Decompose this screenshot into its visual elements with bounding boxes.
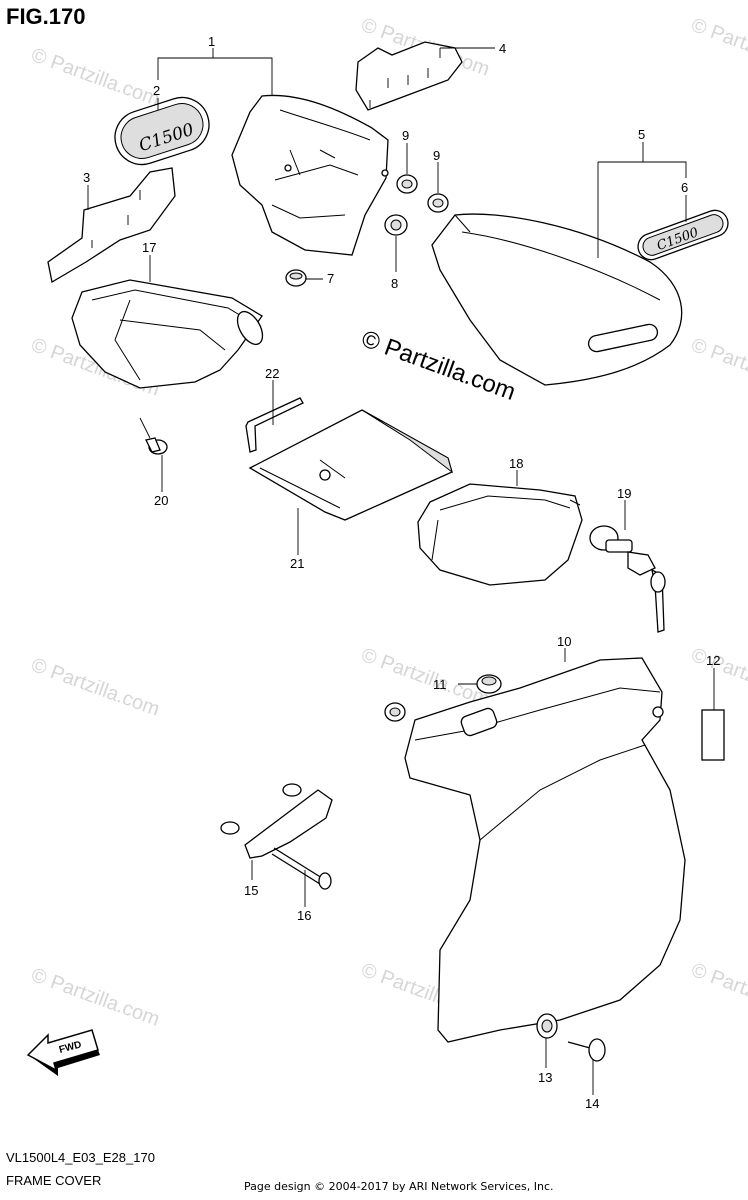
callout-20: 20 [154,493,168,508]
callout-2: 2 [153,83,160,98]
emblem-2: C1500 [114,96,210,166]
figure-title: FIG.170 [6,4,86,29]
watermark-tile: © Partzilla.com [688,14,748,81]
callout-15: 15 [244,883,258,898]
bracket-15 [244,789,333,859]
callout-19: 19 [617,486,631,501]
cushion-11 [476,674,502,694]
grommet-9b [427,193,449,213]
tool-box-17 [71,279,263,389]
callout-4: 4 [499,41,506,56]
callout-9b: 9 [433,148,440,163]
bolt-20 [139,417,168,455]
callout-13: 13 [538,1070,552,1085]
callout-18: 18 [509,456,523,471]
bolt-14 [567,1038,606,1062]
grommet-7 [285,269,307,287]
watermark-tile: © Partzilla.com [28,654,162,721]
figure-name: FRAME COVER [6,1173,102,1188]
cover-bracket [460,707,498,737]
leader-lines [87,47,715,1095]
callout-1: 1 [208,34,215,49]
tool-bag-button [319,469,331,481]
hex-wrench-22 [245,397,304,453]
emblem-6: C1500 [637,209,729,261]
right-cover-lens [587,323,659,353]
callout-6: 6 [681,180,688,195]
tool-bag-21 [248,409,453,521]
grommet-cover-10 [384,702,406,722]
callout-11: 11 [433,677,447,692]
callout-9a: 9 [402,128,409,143]
tool-box-18 [417,483,583,586]
bolt-16 [271,847,332,890]
lock-key-19 [589,525,666,633]
callout-5: 5 [638,127,645,142]
seal-sheet-3 [47,167,176,284]
callout-10: 10 [557,634,571,649]
grommet-8 [384,214,408,236]
label-12 [701,709,725,761]
seal-sheet-4 [355,41,463,111]
watermark-tile: © Partzilla.com [28,44,162,111]
cover-stud [381,169,389,177]
callout-21: 21 [290,556,304,571]
cover-stud [284,164,292,172]
callout-labels: 1 2 3 4 5 6 7 8 9 9 10 11 12 13 14 15 16… [83,34,720,1111]
page-credit: Page design © 2004-2017 by ARI Network S… [244,1180,554,1193]
callout-17: 17 [142,240,156,255]
left-frame-cover-1 [231,94,389,256]
cover-hole [652,706,664,718]
callout-8: 8 [391,276,398,291]
grommet-9a [396,174,418,194]
watermark-tile: © Partzilla.com [688,959,748,1026]
callout-22: 22 [265,366,279,381]
callout-7: 7 [327,271,334,286]
model-code: VL1500L4_E03_E28_170 [6,1150,155,1165]
fwd-arrow-icon: FWD [26,1029,100,1076]
callout-3: 3 [83,170,90,185]
side-cover-10 [404,657,686,1043]
grommet-13 [536,1013,558,1039]
callout-16: 16 [297,908,311,923]
callout-14: 14 [585,1096,599,1111]
callout-12: 12 [706,653,720,668]
watermark-tile: © Partzilla.com [28,964,162,1031]
watermark-tile: © Partzilla.com [688,334,748,401]
